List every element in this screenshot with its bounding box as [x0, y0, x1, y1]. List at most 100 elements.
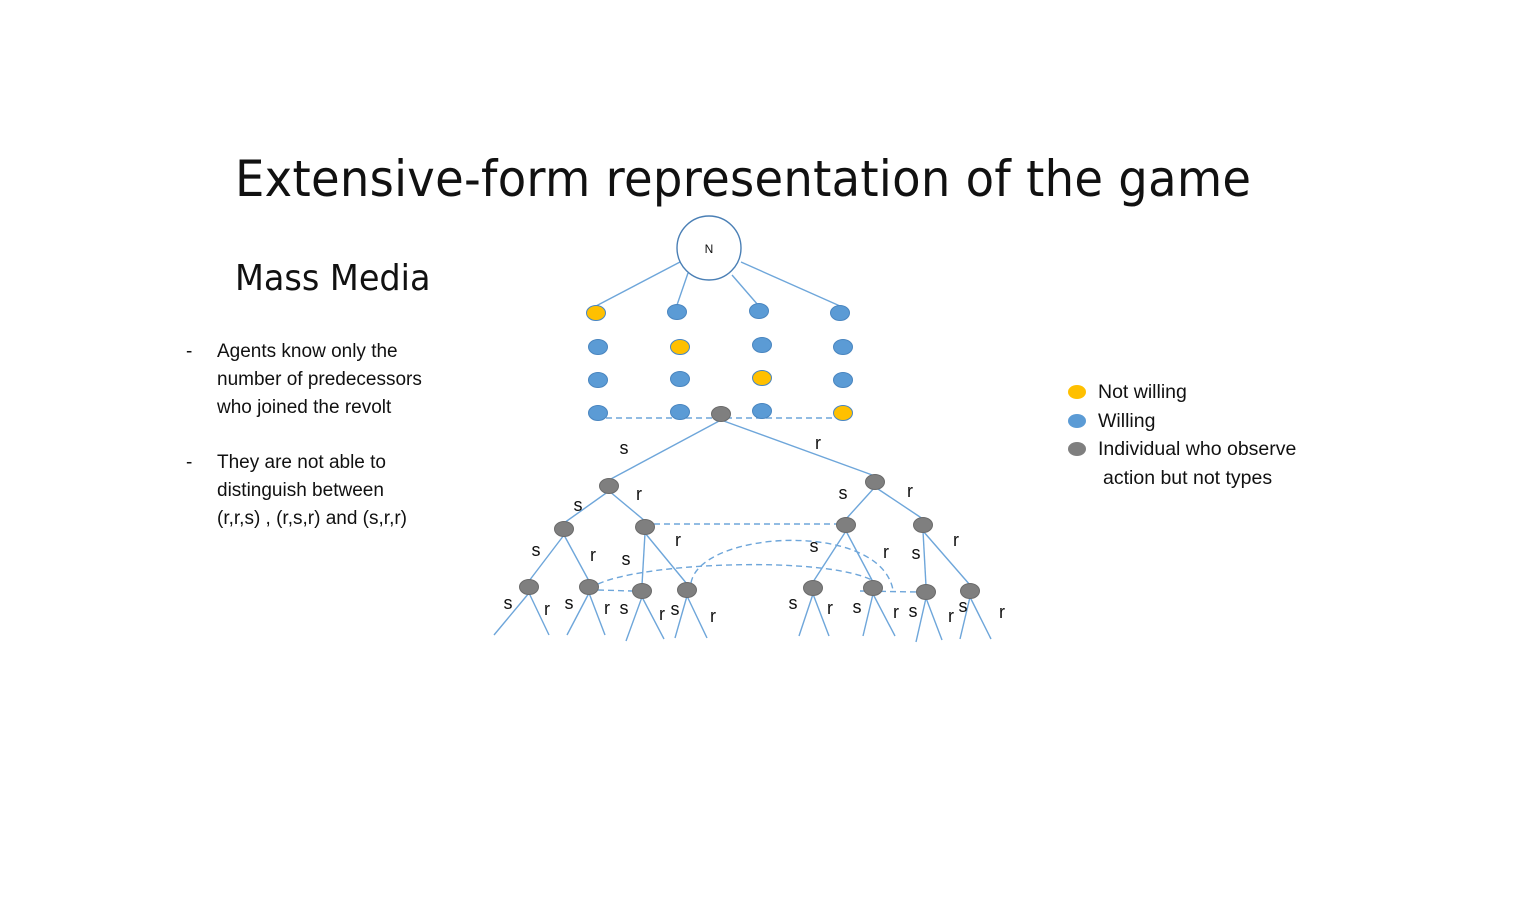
observer-node — [554, 521, 574, 537]
nature-edge — [731, 274, 759, 306]
willing-agent-node — [752, 403, 772, 419]
action-label-r: r — [953, 530, 959, 550]
action-label-r: r — [999, 602, 1005, 622]
action-label-r: r — [590, 545, 596, 565]
leaf-edge-s — [493, 592, 530, 636]
bullet-dash: - — [186, 341, 193, 362]
tree-edge — [528, 534, 565, 582]
leaf-edge-s — [674, 595, 688, 639]
legend-label: Not willing — [1098, 381, 1187, 403]
action-label-s: s — [789, 593, 798, 613]
root-label: N — [705, 242, 714, 256]
bullet-item: - Agents know only the number of predece… — [186, 338, 486, 422]
bullet-dash: - — [186, 452, 193, 473]
observer-node — [960, 583, 980, 599]
section-subtitle: Mass Media — [235, 258, 431, 299]
willing-agent-node — [670, 371, 690, 387]
observer-dot-icon — [1068, 442, 1086, 456]
action-label-s: s — [912, 543, 921, 563]
willing-dot-icon — [1068, 413, 1086, 428]
observer-node — [632, 583, 652, 599]
action-label-s: s — [620, 598, 629, 618]
information-set-dashed-curve — [690, 539, 894, 591]
action-label-r: r — [604, 598, 610, 618]
bullet-line: who joined the revolt — [217, 397, 392, 418]
action-label-s: s — [853, 597, 862, 617]
leaf-edge-s — [862, 593, 874, 637]
action-label-r: r — [815, 433, 821, 453]
action-label-r: r — [710, 606, 716, 626]
leaf-edge-s — [625, 596, 643, 642]
leaf-edge-s — [798, 593, 814, 637]
observer-node — [803, 580, 823, 596]
observer-node — [599, 478, 619, 494]
action-label-r: r — [893, 602, 899, 622]
observer-node — [711, 406, 731, 422]
action-label-s: s — [532, 540, 541, 560]
action-label-r: r — [544, 599, 550, 619]
nature-edge — [676, 272, 689, 306]
willing-agent-node — [588, 339, 608, 355]
legend-label: Willing — [1098, 409, 1156, 432]
action-label-s: s — [839, 483, 848, 503]
action-label-s: s — [504, 593, 513, 613]
action-label-r: r — [883, 542, 889, 562]
not-willing-agent-node — [670, 339, 690, 355]
tree-edge-r — [720, 419, 876, 477]
tree-edge — [922, 530, 971, 586]
action-label-r: r — [948, 606, 954, 626]
not-willing-dot-icon — [1068, 385, 1086, 399]
leaf-edge-s — [566, 592, 590, 636]
action-label-s: s — [574, 495, 583, 515]
action-label-s: s — [959, 596, 968, 616]
willing-agent-node — [752, 337, 772, 353]
leaf-edge-r — [925, 597, 943, 641]
bullet-line: number of predecessors — [217, 369, 422, 390]
not-willing-agent-node — [586, 305, 606, 321]
tree-edge — [845, 530, 874, 583]
tree-edge-r — [874, 486, 924, 520]
leaf-edge-s — [959, 596, 971, 640]
observer-node — [579, 579, 599, 595]
legend-item-not-willing: Not willing — [1066, 378, 1296, 407]
tree-edge-s — [608, 419, 722, 481]
leaf-edge-r — [872, 593, 896, 637]
legend-label-continued: action but not types — [1103, 466, 1273, 489]
legend-item-willing: Willing — [1066, 407, 1296, 436]
tree-edge — [641, 532, 646, 586]
observer-node — [836, 517, 856, 533]
observer-node — [635, 519, 655, 535]
bullet-item: - They are not able to distinguish betwe… — [186, 449, 486, 533]
willing-agent-node — [667, 304, 687, 320]
willing-agent-node — [588, 372, 608, 388]
tree-edge — [644, 532, 688, 585]
leaf-edge-r — [641, 596, 665, 640]
bullet-list: - Agents know only the number of predece… — [186, 338, 486, 560]
tree-edge-r — [608, 490, 646, 522]
tree-edge-s — [845, 486, 876, 520]
willing-agent-node — [833, 339, 853, 355]
leaf-edge-r — [686, 595, 708, 639]
leaf-edge-r — [528, 592, 550, 636]
nature-root-node — [676, 215, 742, 281]
leaf-edge-r — [969, 596, 992, 640]
bullet-line: Agents know only the — [217, 341, 398, 362]
action-label-r: r — [907, 481, 913, 501]
action-label-s: s — [565, 593, 574, 613]
observer-node — [865, 474, 885, 490]
willing-agent-node — [833, 372, 853, 388]
bullet-line: They are not able to — [217, 452, 386, 473]
leaf-edge-s — [915, 597, 927, 643]
legend: Not willing Willing Individual who obser… — [1066, 378, 1296, 492]
not-willing-agent-node — [833, 405, 853, 421]
willing-agent-node — [670, 404, 690, 420]
bullet-line: distinguish between — [217, 480, 384, 501]
action-label-s: s — [622, 549, 631, 569]
observer-node — [916, 584, 936, 600]
action-label-s: s — [620, 438, 629, 458]
tree-edge — [812, 530, 847, 583]
observer-node — [677, 582, 697, 598]
not-willing-agent-node — [752, 370, 772, 386]
bullet-line: (r,r,s) , (r,s,r) and (s,r,r) — [217, 508, 407, 529]
willing-agent-node — [588, 405, 608, 421]
